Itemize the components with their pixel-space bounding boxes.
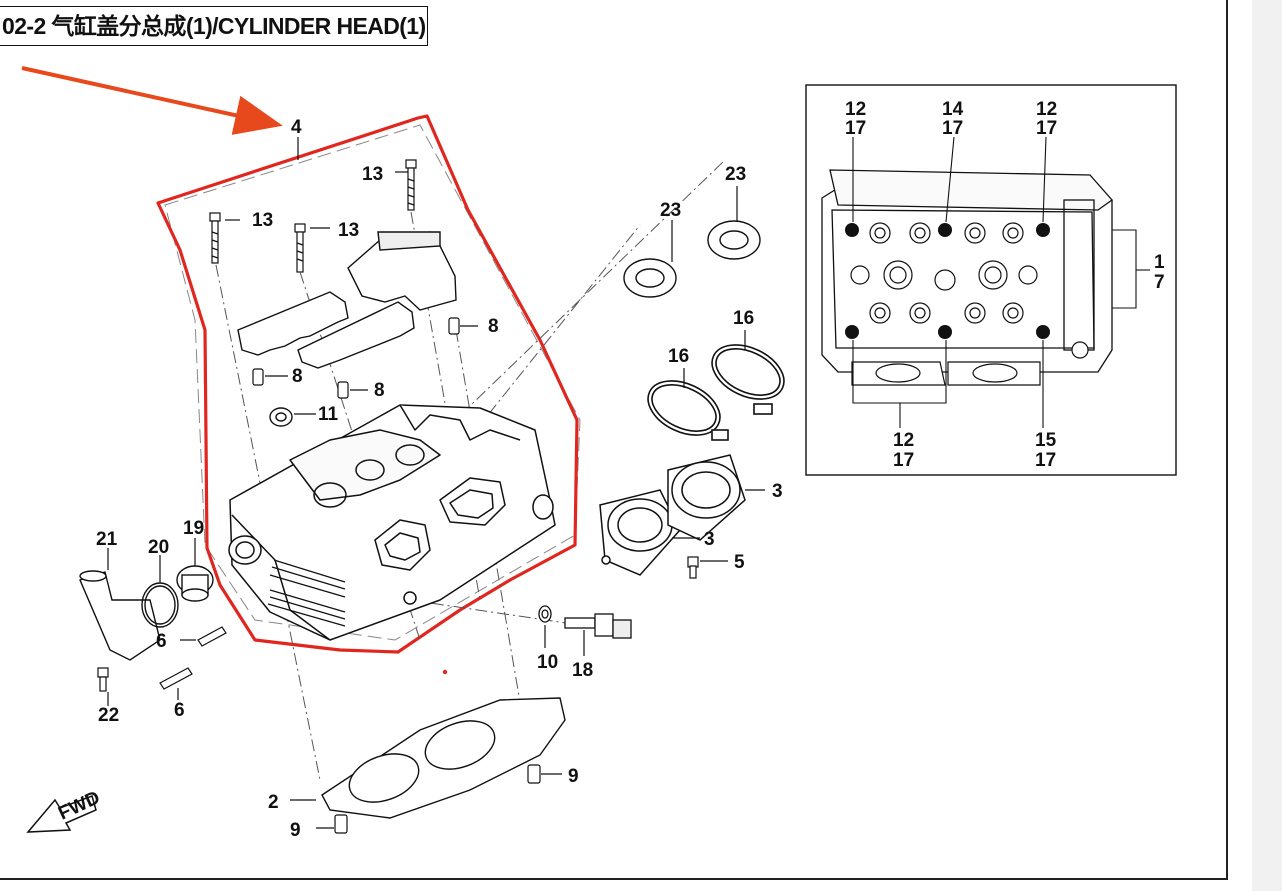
inset-label: 17 xyxy=(942,118,963,139)
dowel-8-b xyxy=(252,368,264,386)
assembly-boundary xyxy=(164,124,581,641)
stud-6-b xyxy=(159,667,193,690)
callout-6: 6 xyxy=(174,700,185,721)
page-title: 02-2 气缸盖分总成(1)/CYLINDER HEAD(1) xyxy=(0,6,428,46)
water-outlet-21 xyxy=(79,570,161,661)
callout-18: 18 xyxy=(572,660,593,681)
inset-label: 1 xyxy=(1154,252,1165,273)
inset-label: 17 xyxy=(845,118,866,139)
gasket-23-b xyxy=(707,220,761,260)
pointer-arrow xyxy=(21,66,283,135)
seal-11 xyxy=(269,407,293,427)
clamp-16-a xyxy=(647,380,729,441)
dowel-9-a xyxy=(527,764,541,784)
page-frame xyxy=(0,0,1228,880)
callout-16: 16 xyxy=(733,308,754,329)
callout-16: 16 xyxy=(668,346,689,367)
callout-23: 23 xyxy=(660,200,681,221)
callout-2: 2 xyxy=(268,792,279,813)
callout-6: 6 xyxy=(156,631,167,652)
inset-label: 17 xyxy=(1035,450,1056,471)
callout-10: 10 xyxy=(537,652,558,673)
inset-label: 12 xyxy=(845,99,866,120)
bolt-22 xyxy=(97,667,109,692)
dowel-9-b xyxy=(334,814,348,834)
callout-3: 3 xyxy=(772,481,783,502)
inset-label: 17 xyxy=(893,450,914,471)
callout-22: 22 xyxy=(98,705,119,726)
inset-label: 14 xyxy=(942,99,964,120)
callout-5: 5 xyxy=(734,552,745,573)
intake-3-a xyxy=(599,489,681,576)
inset-panel: 12 17 14 17 12 17 1 7 12 17 15 17 xyxy=(805,84,1177,476)
callout-21: 21 xyxy=(96,529,118,550)
callout-8: 8 xyxy=(488,316,499,337)
callout-8: 8 xyxy=(374,380,385,401)
fwd-arrow: FWD xyxy=(26,787,103,833)
callout-9: 9 xyxy=(290,820,301,841)
highlight-outline xyxy=(156,114,579,654)
callout-13: 13 xyxy=(338,220,359,241)
thermostat-19 xyxy=(176,565,214,602)
callout-20: 20 xyxy=(148,537,169,558)
inset-label: 7 xyxy=(1154,272,1165,293)
washer-10 xyxy=(538,605,552,623)
inset-label: 17 xyxy=(1036,118,1057,139)
inset-label: 12 xyxy=(893,430,914,451)
dowel-8-c xyxy=(337,381,349,399)
bolt-5 xyxy=(687,556,699,579)
callout-13: 13 xyxy=(362,164,383,185)
bolt-13-a xyxy=(209,212,221,264)
gasket-23-a xyxy=(623,258,677,298)
stud-6-a xyxy=(197,626,227,647)
callout-11: 11 xyxy=(318,404,339,425)
callout-13: 13 xyxy=(252,210,273,231)
bolt-13-b xyxy=(294,223,306,273)
clamp-16-b xyxy=(711,344,785,415)
callout-8: 8 xyxy=(292,366,303,387)
callout-3: 3 xyxy=(704,529,715,550)
intake-3-b xyxy=(667,454,746,541)
callout-4: 4 xyxy=(291,117,302,138)
valve-cluster xyxy=(850,222,1038,324)
bolt-holes xyxy=(845,223,1050,339)
fwd-label: FWD xyxy=(55,787,103,824)
callout-23: 23 xyxy=(725,164,746,185)
red-dot xyxy=(442,669,448,675)
inset-label: 12 xyxy=(1036,99,1057,120)
bolt-13-c xyxy=(405,159,417,211)
exhaust-flanges xyxy=(851,341,1089,386)
cylinder-head xyxy=(228,404,556,641)
callout-19: 19 xyxy=(183,518,204,539)
dowel-8-a xyxy=(448,317,460,335)
inset-label: 15 xyxy=(1035,430,1057,451)
sidebar-strip xyxy=(1252,0,1282,891)
cam-caps xyxy=(237,231,457,369)
head-gasket-2 xyxy=(321,697,566,819)
sensor-18 xyxy=(564,613,632,639)
callout-9: 9 xyxy=(568,766,579,787)
